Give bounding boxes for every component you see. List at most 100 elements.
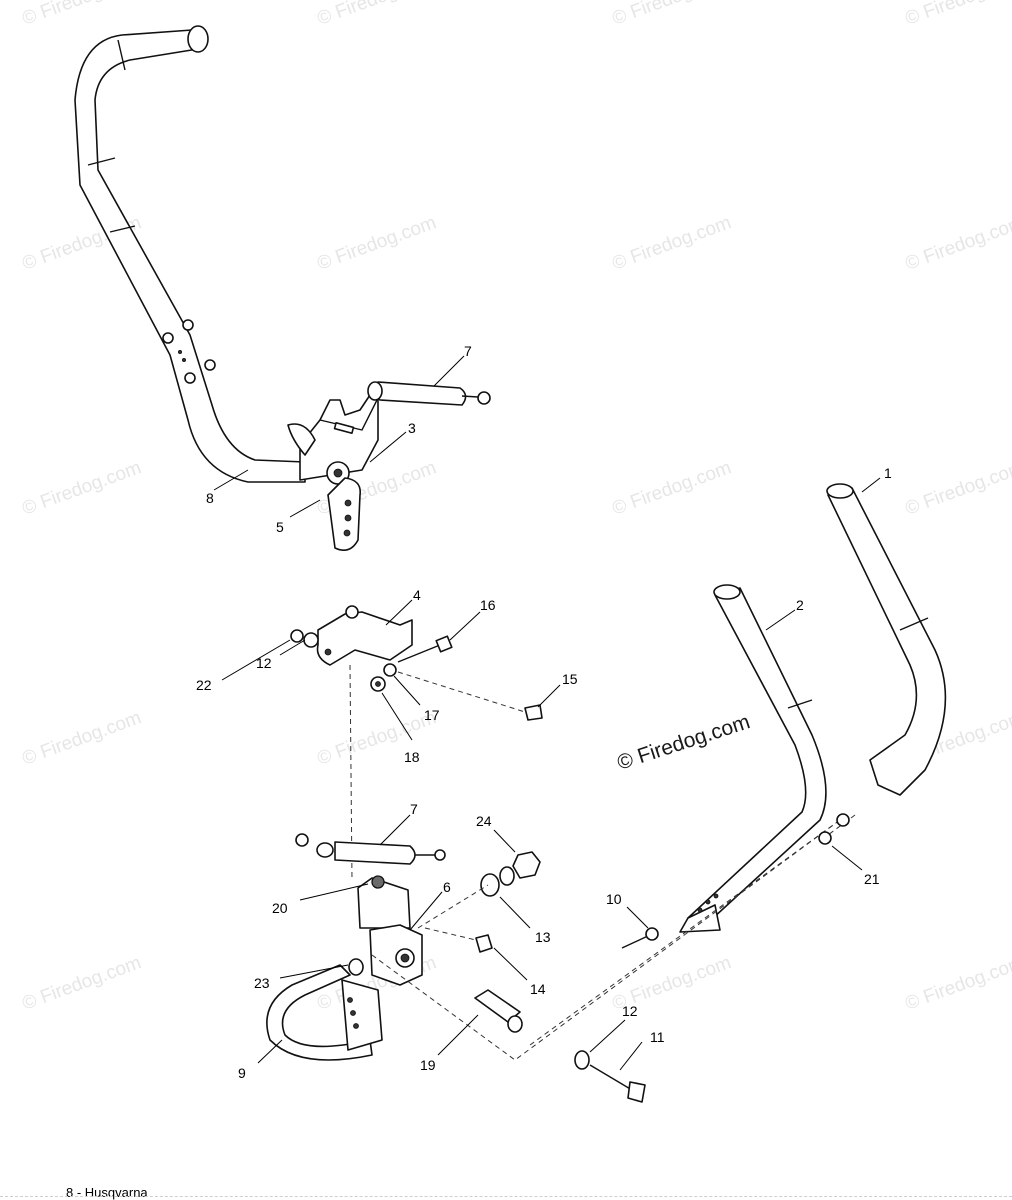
damper-rod xyxy=(461,395,479,398)
adjust-plate xyxy=(327,477,362,551)
right-handle-assembly xyxy=(529,483,947,1046)
assembly-line xyxy=(424,927,477,941)
handle-bolt xyxy=(182,319,194,331)
plate-hole xyxy=(347,997,353,1003)
bolt-11-head xyxy=(627,1081,646,1103)
bolt-11-shank xyxy=(589,1064,633,1091)
assembly-line xyxy=(397,671,526,713)
leader-4 xyxy=(385,599,413,626)
leader-20 xyxy=(299,883,369,901)
callout-7-upper: 7 xyxy=(464,343,472,359)
damper-cylinder-upper xyxy=(373,381,467,406)
callout-4: 4 xyxy=(413,587,421,603)
handle-1-end xyxy=(826,483,854,499)
callout-7-lower: 7 xyxy=(410,801,418,817)
leader-12b xyxy=(589,1019,626,1053)
nut-lower xyxy=(295,833,309,847)
handle-bolt xyxy=(204,359,216,371)
callout-14: 14 xyxy=(530,981,546,997)
watermark: © Firedog.com xyxy=(903,0,1012,30)
handle-grip-end xyxy=(187,25,209,53)
mount-bracket xyxy=(316,611,413,666)
leader-18 xyxy=(381,692,413,741)
washer-12-lower xyxy=(574,1050,590,1070)
callout-5: 5 xyxy=(276,519,284,535)
lower-assembly xyxy=(266,813,850,1103)
nut-21b xyxy=(836,813,850,827)
leader-16 xyxy=(449,611,481,641)
washer-12 xyxy=(303,632,319,648)
nut-21 xyxy=(818,831,832,845)
plate-hole xyxy=(350,1010,356,1016)
pivot-hole xyxy=(333,468,343,478)
mount-bracket-assembly xyxy=(290,605,543,881)
callout-3: 3 xyxy=(408,420,416,436)
leader-7a xyxy=(433,355,465,387)
callout-22: 22 xyxy=(196,677,212,693)
nut-22 xyxy=(290,629,304,643)
handle-bolt xyxy=(162,332,174,344)
callout-8: 8 xyxy=(206,490,214,506)
handle-tube-2 xyxy=(687,587,827,931)
watermark: © Firedog.com xyxy=(20,707,145,769)
callout-11: 11 xyxy=(650,1029,665,1045)
callout-labels: 1 2 3 4 5 6 7 7 8 9 10 11 12 12 13 14 15… xyxy=(196,343,892,1081)
watermark: © Firedog.com xyxy=(903,212,1012,274)
watermark: © Firedog.com xyxy=(903,457,1012,519)
assembly-line xyxy=(529,819,841,1046)
callout-19: 19 xyxy=(420,1057,436,1073)
spacer-17 xyxy=(383,663,397,677)
leader-9 xyxy=(257,1039,283,1064)
callout-leaders xyxy=(213,355,881,1071)
callout-2: 2 xyxy=(796,597,804,613)
callout-24: 24 xyxy=(476,813,492,829)
washer-13a xyxy=(480,873,500,897)
handle-hole xyxy=(705,899,711,905)
damper-cylinder-lower xyxy=(334,841,416,865)
upper-handle-assembly xyxy=(74,25,491,551)
pivot-block-upper xyxy=(357,877,411,929)
leader-11 xyxy=(619,1041,643,1071)
leader-5 xyxy=(289,499,321,518)
assembly-line xyxy=(417,884,489,929)
washer-hole xyxy=(375,681,381,687)
bolt-10-head xyxy=(645,927,659,941)
leader-12a xyxy=(279,639,306,656)
handle-2-lower xyxy=(679,904,721,933)
watermark: © Firedog.com xyxy=(610,212,735,274)
leader-13 xyxy=(499,896,531,929)
plate-hole xyxy=(353,1023,359,1029)
watermark: © Firedog.com xyxy=(20,0,145,30)
watermark: © Firedog.com xyxy=(20,952,145,1014)
leader-1 xyxy=(861,477,881,493)
bracket-slot xyxy=(333,421,355,435)
bolt-16-head xyxy=(435,635,453,653)
callout-6: 6 xyxy=(443,879,451,895)
leader-15 xyxy=(537,684,561,708)
callout-17: 17 xyxy=(424,707,440,723)
bolt-10-shank xyxy=(621,934,651,949)
plate-hole xyxy=(344,499,352,507)
handle-hole xyxy=(181,357,186,362)
damper-nut xyxy=(477,391,491,405)
washer-13b xyxy=(499,866,515,886)
grip-seam xyxy=(109,225,136,233)
leader-21 xyxy=(831,845,863,871)
callout-1: 1 xyxy=(884,465,892,481)
handle-hole xyxy=(177,349,182,354)
grip-seam xyxy=(87,157,116,166)
watermark: © Firedog.com xyxy=(315,707,440,769)
nut-20 xyxy=(371,875,385,889)
washer-19 xyxy=(507,1015,523,1033)
watermark: © Firedog.com xyxy=(610,457,735,519)
leader-2 xyxy=(765,609,796,631)
watermark: © Firedog.com xyxy=(315,0,440,30)
bracket-edge xyxy=(319,397,379,431)
plate-hole xyxy=(343,529,351,537)
callout-16: 16 xyxy=(480,597,496,613)
plate-hole xyxy=(344,514,352,522)
spacer-19 xyxy=(474,989,521,1023)
grip-seam xyxy=(899,617,929,631)
callout-23: 23 xyxy=(254,975,270,991)
